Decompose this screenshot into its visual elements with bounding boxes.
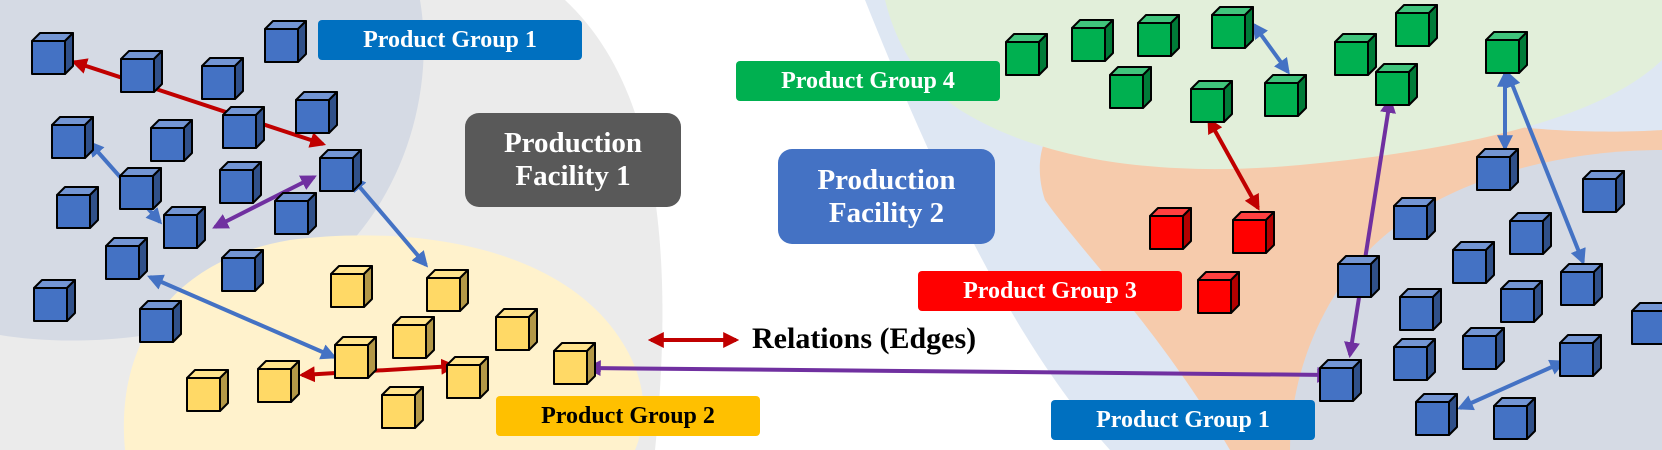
blue-node — [105, 237, 148, 280]
green-node — [1005, 33, 1048, 76]
blue-node — [120, 50, 163, 93]
blue-node — [295, 91, 338, 134]
blue-node — [1393, 338, 1436, 381]
green-node — [1071, 19, 1114, 62]
blue-node — [163, 206, 206, 249]
green-node — [1109, 66, 1152, 109]
green-node — [1211, 6, 1254, 49]
nodes — [31, 4, 1662, 440]
blue-node — [1559, 334, 1602, 377]
blue-node — [51, 116, 94, 159]
green-node — [1395, 4, 1438, 47]
green-node — [1190, 80, 1233, 123]
label-production-facility-1: Production Facility 1 — [465, 113, 681, 207]
blue-node — [221, 249, 264, 292]
blue-node — [274, 192, 317, 235]
blue-node — [1393, 197, 1436, 240]
yellow-node — [553, 342, 596, 385]
edge-blue — [147, 274, 337, 360]
green-node — [1334, 33, 1377, 76]
red-node — [1197, 271, 1240, 314]
green-node — [1485, 31, 1528, 74]
label-product-group-1-right: Product Group 1 — [1051, 400, 1315, 440]
label-product-group-3: Product Group 3 — [918, 271, 1182, 311]
blue-node — [219, 161, 262, 204]
blue-node — [150, 119, 193, 162]
red-node — [1232, 211, 1275, 254]
blue-node — [1560, 263, 1603, 306]
edge-blue — [1505, 71, 1586, 265]
blue-node — [1509, 212, 1552, 255]
edge-purple — [212, 175, 317, 229]
label-product-group-1-left: Product Group 1 — [318, 20, 582, 60]
edge-blue — [349, 175, 429, 268]
legend-relations-label: Relations (Edges) — [752, 322, 977, 355]
edge-blue — [1457, 359, 1566, 411]
blue-node — [1631, 302, 1662, 345]
edge-red — [298, 358, 458, 383]
blue-node — [33, 279, 76, 322]
yellow-node — [330, 265, 373, 308]
label-production-facility-2: Production Facility 2 — [778, 149, 995, 244]
green-node — [1264, 74, 1307, 117]
yellow-node — [392, 316, 435, 359]
yellow-node — [334, 336, 377, 379]
blue-node — [1319, 359, 1362, 402]
blue-node — [1493, 397, 1536, 440]
yellow-node — [257, 360, 300, 403]
blue-node — [139, 300, 182, 343]
edge-red — [70, 58, 327, 148]
yellow-node — [446, 356, 489, 399]
green-node — [1375, 63, 1418, 106]
blue-node — [1399, 288, 1442, 331]
blue-node — [1500, 280, 1543, 323]
yellow-node — [186, 369, 229, 412]
red-node — [1149, 207, 1192, 250]
blue-node — [56, 186, 99, 229]
blue-node — [1337, 255, 1380, 298]
blue-node — [1582, 170, 1625, 213]
blue-node — [1452, 241, 1495, 284]
blue-node — [319, 149, 362, 192]
edge-purple — [584, 360, 1334, 383]
blue-node — [1415, 393, 1458, 436]
blue-node — [201, 57, 244, 100]
blue-node — [119, 167, 162, 210]
label-product-group-4: Product Group 4 — [736, 61, 1000, 101]
blue-node — [264, 20, 307, 63]
blue-node — [1462, 327, 1505, 370]
label-product-group-2: Product Group 2 — [496, 396, 760, 436]
edge-red — [1207, 117, 1260, 211]
edge-purple — [1344, 96, 1396, 359]
blue-node — [1476, 148, 1519, 191]
yellow-node — [495, 308, 538, 351]
yellow-node — [381, 386, 424, 429]
blue-node — [222, 106, 265, 149]
edge-blue — [1252, 22, 1290, 75]
blue-node — [31, 32, 74, 75]
green-node — [1137, 14, 1180, 57]
yellow-node — [426, 269, 469, 312]
